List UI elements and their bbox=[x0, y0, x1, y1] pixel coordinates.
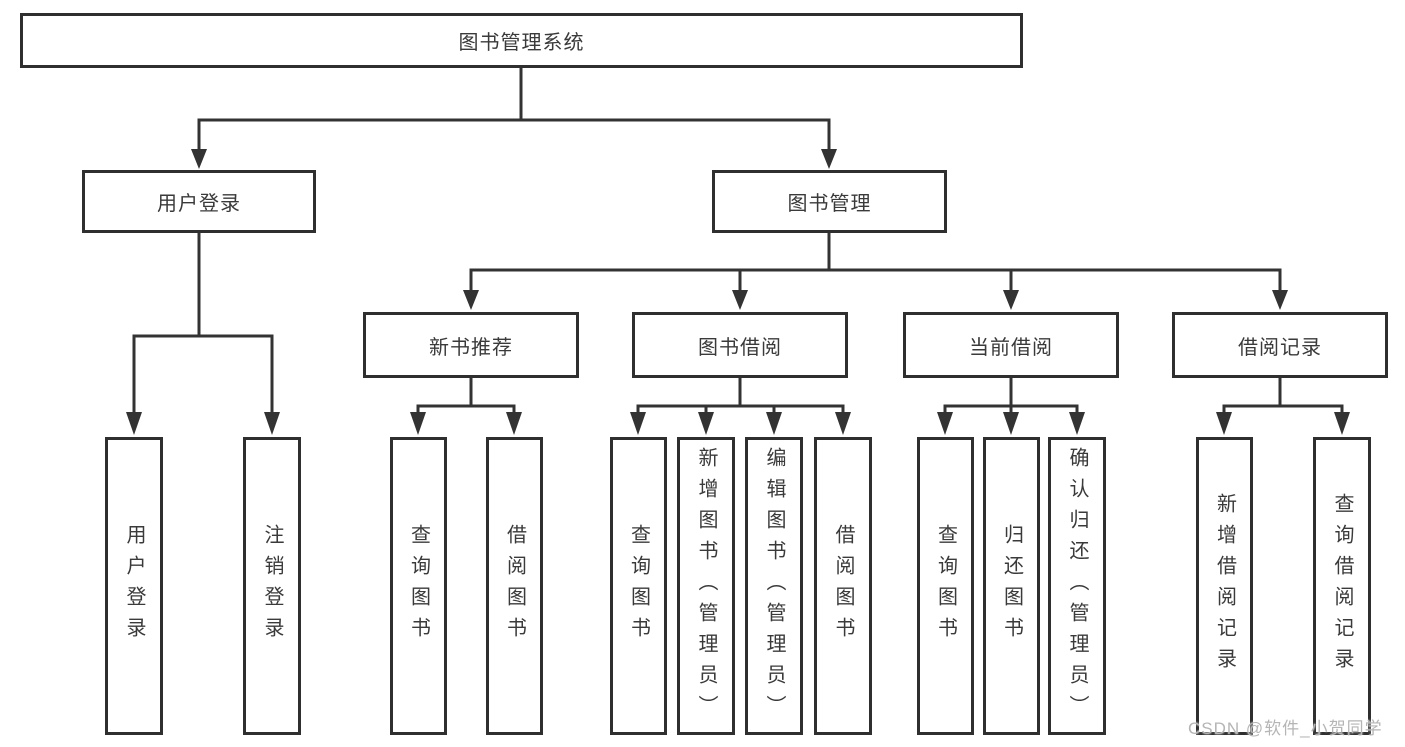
watermark: CSDN @软件_小贺同学 bbox=[1188, 719, 1383, 738]
node-book-borrow-label: 图书借阅 bbox=[698, 336, 782, 359]
leaf-bb-add-books-admin-label: 新增图书（管理员） bbox=[695, 446, 717, 726]
leaf-cb-confirm-return-admin: 确认归还（管理员） bbox=[1048, 437, 1106, 735]
leaf-cb-query-books-label: 查询图书 bbox=[934, 524, 957, 648]
leaf-logout-label: 注销登录 bbox=[261, 524, 283, 648]
node-user-login-label: 用户登录 bbox=[157, 193, 241, 215]
node-root-label: 图书管理系统 bbox=[458, 32, 585, 54]
leaf-cb-return-books: 归还图书 bbox=[983, 437, 1040, 735]
leaf-br-add-record: 新增借阅记录 bbox=[1196, 437, 1253, 735]
connector-book-borrow bbox=[630, 378, 851, 435]
leaf-cb-query-books: 查询图书 bbox=[917, 437, 974, 735]
leaf-bb-edit-books-admin: 编辑图书（管理员） bbox=[745, 437, 803, 735]
leaf-cb-return-books-label: 归还图书 bbox=[1000, 524, 1023, 648]
connector-borrow-records bbox=[1216, 378, 1350, 435]
leaf-bb-borrow-books-label: 借阅图书 bbox=[832, 524, 854, 648]
leaf-bb-borrow-books: 借阅图书 bbox=[814, 437, 872, 735]
leaf-bb-query-books: 查询图书 bbox=[610, 437, 667, 735]
leaf-bb-query-books-label: 查询图书 bbox=[627, 524, 650, 648]
connector-root bbox=[191, 68, 837, 169]
node-borrow-records-label: 借阅记录 bbox=[1238, 336, 1322, 359]
leaf-cb-confirm-return-admin-label: 确认归还（管理员） bbox=[1066, 446, 1088, 726]
leaf-br-query-record-label: 查询借阅记录 bbox=[1331, 493, 1353, 679]
leaf-br-add-record-label: 新增借阅记录 bbox=[1213, 493, 1236, 679]
node-new-books-label: 新书推荐 bbox=[429, 336, 513, 359]
leaf-nb-borrow-books: 借阅图书 bbox=[486, 437, 543, 735]
node-user-login: 用户登录 bbox=[82, 170, 316, 233]
node-book-borrow: 图书借阅 bbox=[632, 312, 848, 378]
node-current-borrow-label: 当前借阅 bbox=[969, 336, 1053, 359]
node-book-mgmt: 图书管理 bbox=[712, 170, 947, 233]
leaf-nb-query-books-label: 查询图书 bbox=[407, 524, 430, 648]
leaf-bb-edit-books-admin-label: 编辑图书（管理员） bbox=[763, 446, 785, 726]
leaf-bb-add-books-admin: 新增图书（管理员） bbox=[677, 437, 735, 735]
node-book-mgmt-label: 图书管理 bbox=[787, 193, 872, 215]
connector-book-mgmt bbox=[463, 233, 1288, 310]
node-borrow-records: 借阅记录 bbox=[1172, 312, 1388, 378]
leaf-nb-borrow-books-label: 借阅图书 bbox=[503, 524, 526, 648]
node-root: 图书管理系统 bbox=[20, 13, 1023, 68]
connector-new-books bbox=[410, 378, 522, 435]
leaf-login: 用户登录 bbox=[105, 437, 163, 735]
node-current-borrow: 当前借阅 bbox=[903, 312, 1119, 378]
connector-user-login bbox=[126, 233, 280, 435]
connector-current-borrow bbox=[937, 378, 1085, 435]
node-new-books: 新书推荐 bbox=[363, 312, 579, 378]
leaf-br-query-record: 查询借阅记录 bbox=[1313, 437, 1371, 735]
leaf-login-label: 用户登录 bbox=[123, 524, 145, 648]
leaf-nb-query-books: 查询图书 bbox=[390, 437, 447, 735]
leaf-logout: 注销登录 bbox=[243, 437, 301, 735]
